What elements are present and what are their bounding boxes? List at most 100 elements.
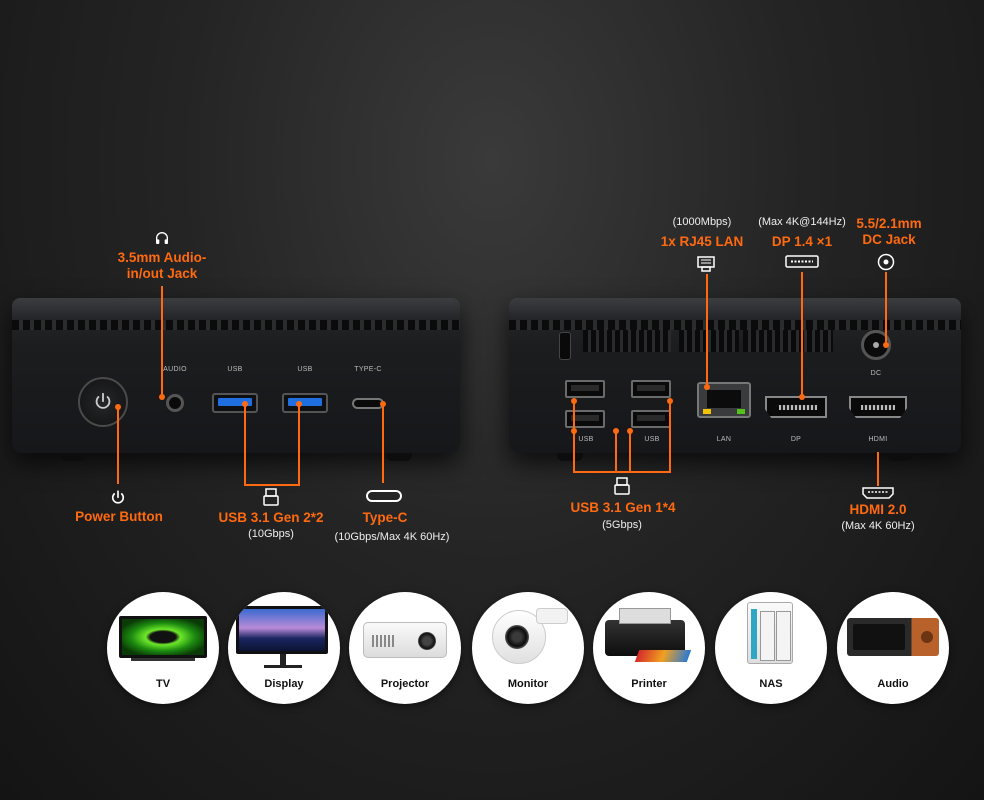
port-label-dp: DP (790, 436, 802, 443)
usb-a-port[interactable] (631, 410, 671, 428)
mini-pc-front: AUDIO USB USB TYPE-C (12, 298, 460, 461)
port-label-usb: USB (644, 436, 660, 443)
hdmi-port[interactable] (849, 396, 907, 418)
dc-title-line2: DC Jack (862, 232, 916, 248)
dp-contacts (779, 405, 817, 410)
nas-icon (747, 602, 793, 664)
power-button-title: Power Button (75, 509, 163, 524)
displayport-port[interactable] (765, 396, 827, 418)
rj45-port[interactable] (697, 382, 751, 418)
rj45-socket (707, 390, 741, 408)
device-label-nas: NAS (759, 678, 783, 690)
displayport-icon (785, 255, 819, 268)
usb-a-port[interactable] (212, 393, 258, 413)
type-c-icon (366, 490, 402, 502)
hdmi-icon (862, 487, 894, 499)
dp-title: DP 1.4 ×1 (771, 234, 833, 249)
tv-stand (131, 658, 195, 661)
projector-icon (363, 622, 447, 658)
usb-a-port[interactable] (565, 410, 605, 428)
monitor-icon (236, 606, 328, 654)
device-label-monitor: Monitor (507, 678, 549, 690)
connector-line (382, 405, 384, 483)
usb-a-port[interactable] (631, 380, 671, 398)
connector-line (244, 484, 300, 486)
vent-grille (509, 320, 961, 330)
hdmi-title: HDMI 2.0 (849, 502, 907, 517)
usb32-title: USB 3.1 Gen 2*2 (218, 510, 324, 525)
audio-jack-title: 3.5mm Audio- in/out Jack (100, 250, 224, 282)
device-foot (60, 453, 86, 461)
tv-screen (122, 619, 204, 655)
connector-line (801, 272, 803, 396)
device-label-audio: Audio (877, 678, 909, 690)
device-circle-projector: Projector (349, 592, 461, 704)
usb-icon (263, 488, 279, 506)
headphones-icon (156, 232, 168, 244)
device-foot (386, 453, 412, 461)
port-label-lan: LAN (716, 436, 732, 443)
rear-vent (743, 330, 833, 352)
printer-photo-out (634, 650, 692, 662)
port-label-audio: AUDIO (163, 366, 187, 373)
dc-title-line1: 5.5/2.1mm (856, 216, 922, 231)
connector-dot (296, 401, 302, 407)
speaker-grille (853, 624, 905, 650)
tv-icon (119, 616, 207, 658)
connector-dot (799, 394, 805, 400)
device-circle-printer: Printer (593, 592, 705, 704)
connector-dot (571, 398, 577, 404)
power-button[interactable] (78, 377, 128, 427)
connector-line (161, 286, 163, 398)
audio-title-line2: in/out Jack (126, 266, 198, 282)
speaker-icon (847, 618, 939, 656)
connector-dot (159, 394, 165, 400)
camera-mount (536, 608, 568, 624)
power-icon (111, 490, 125, 504)
connector-line (615, 432, 617, 472)
rear-vent (679, 330, 739, 352)
connector-dot (627, 428, 633, 434)
connector-line (298, 405, 300, 485)
audio-jack[interactable] (166, 394, 184, 412)
connector-line (706, 274, 708, 386)
device-label-projector: Projector (380, 678, 430, 690)
audio-title-line1: 3.5mm Audio- (117, 250, 207, 265)
connector-dot (380, 401, 386, 407)
connector-dot (667, 398, 673, 404)
connector-dot (704, 384, 710, 390)
port-label-typec: TYPE-C (354, 366, 382, 373)
usb-a-port[interactable] (282, 393, 328, 413)
port-label-dc: DC (870, 370, 882, 377)
device-circle-tv: TV (107, 592, 219, 704)
connector-dot (613, 428, 619, 434)
speaker-knob (921, 631, 933, 643)
device-circle-audio: Audio (837, 592, 949, 704)
device-circle-monitor: Monitor (472, 592, 584, 704)
device-label-printer: Printer (631, 678, 667, 690)
connector-dot (115, 404, 121, 410)
dp-max: (Max 4K@144Hz) (758, 216, 846, 228)
monitor-base (264, 665, 302, 668)
hdmi-max: (Max 4K 60Hz) (841, 520, 915, 532)
monitor-stand (280, 654, 286, 666)
port-label-usb: USB (297, 366, 313, 373)
dc-jack-icon (877, 253, 895, 271)
device-lid (12, 298, 460, 320)
usb-a-port[interactable] (565, 380, 605, 398)
connector-line (244, 405, 246, 485)
device-foot (887, 453, 913, 461)
lan-led (703, 409, 711, 414)
port-label-usb: USB (578, 436, 594, 443)
device-label-tv: TV (155, 678, 171, 690)
connector-line (573, 402, 575, 472)
printer-paper-in (619, 608, 671, 624)
camera-lens (505, 625, 529, 649)
hdmi-contacts (861, 405, 895, 410)
usb31-title: USB 3.1 Gen 1*4 (570, 500, 676, 515)
dc-jack-pin (873, 342, 879, 348)
port-label-usb: USB (227, 366, 243, 373)
device-circle-nas: NAS (715, 592, 827, 704)
connector-line (573, 471, 671, 473)
rj45-speed: (1000Mbps) (672, 216, 732, 228)
